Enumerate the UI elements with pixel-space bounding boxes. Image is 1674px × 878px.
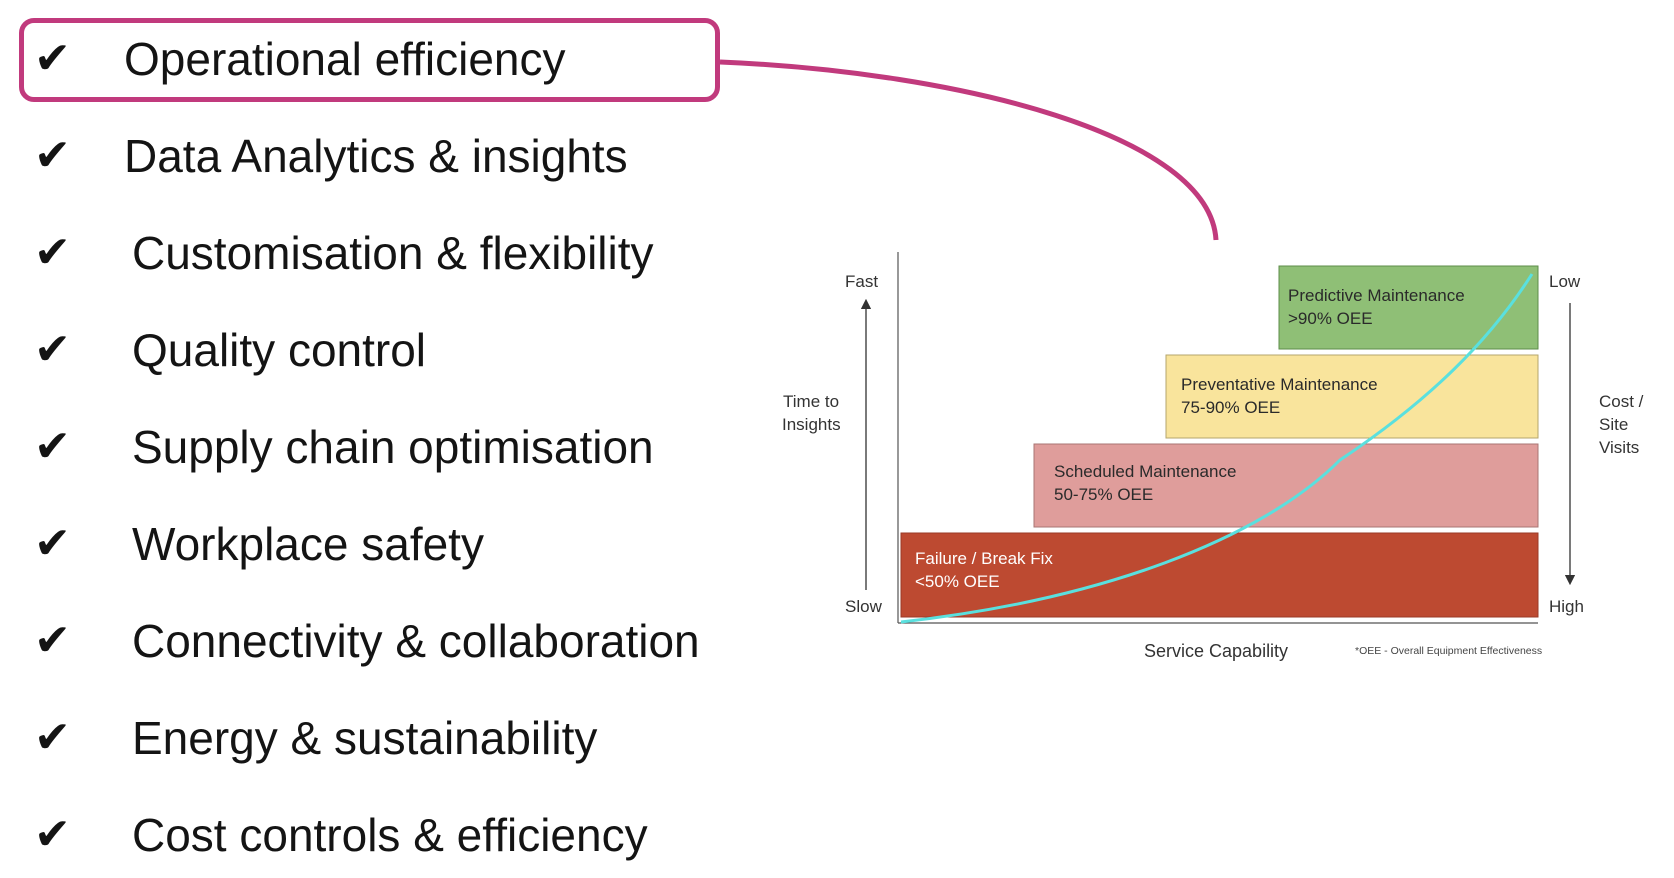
connector-line (719, 59, 1219, 241)
check-icon: ✔ (34, 518, 71, 569)
tier-name-failure: Failure / Break Fix (915, 549, 1053, 568)
check-icon: ✔ (34, 130, 71, 181)
right-axis-bottom-label: High (1549, 597, 1584, 616)
x-axis-label: Service Capability (1144, 641, 1288, 661)
tier-oee-failure: <50% OEE (915, 572, 1000, 591)
checklist-item-label: Workplace safety (132, 518, 484, 570)
tier-block-predictive (1278, 265, 1539, 350)
capability-curve (900, 273, 1534, 624)
check-icon: ✔ (34, 615, 71, 666)
tier-name-preventative: Preventative Maintenance (1181, 375, 1378, 394)
right-axis-title-line1: Cost / (1599, 392, 1644, 411)
check-icon: ✔ (34, 227, 71, 278)
left-axis-title-line2: Insights (782, 415, 841, 434)
checklist-item-label: Energy & sustainability (132, 712, 598, 764)
tier-oee-predictive: >90% OEE (1288, 309, 1373, 328)
checklist-item-label: Data Analytics & insights (124, 130, 628, 182)
checklist-item-label: Supply chain optimisation (132, 421, 654, 473)
left-axis-title-line1: Time to (783, 392, 839, 411)
right-axis-title-line3: Visits (1599, 438, 1639, 457)
right-axis-title-line2: Site (1599, 415, 1628, 434)
tier-name-scheduled: Scheduled Maintenance (1054, 462, 1236, 481)
tier-name-predictive: Predictive Maintenance (1288, 286, 1465, 305)
highlight-box (19, 18, 720, 102)
oee-footnote: *OEE - Overall Equipment Effectiveness (1355, 645, 1542, 657)
left-axis-top-label: Fast (845, 272, 878, 291)
checklist-item-label: Operational efficiency (124, 33, 566, 85)
checklist-item-label: Cost controls & efficiency (132, 809, 648, 861)
tier-oee-scheduled: 50-75% OEE (1054, 485, 1153, 504)
check-icon: ✔ (34, 712, 71, 763)
tier-block-preventative (1165, 354, 1539, 439)
checklist-item-label: Customisation & flexibility (132, 227, 654, 279)
check-icon: ✔ (34, 33, 71, 84)
tier-oee-preventative: 75-90% OEE (1181, 398, 1280, 417)
left-axis-bottom-label: Slow (845, 597, 883, 616)
check-icon: ✔ (34, 421, 71, 472)
check-icon: ✔ (34, 324, 71, 375)
checklist-item-label: Connectivity & collaboration (132, 615, 700, 667)
checklist-item-label: Quality control (132, 324, 427, 376)
right-axis-top-label: Low (1549, 272, 1581, 291)
tier-block-failure (900, 532, 1539, 618)
check-icon: ✔ (34, 809, 71, 860)
tier-block-scheduled (1033, 443, 1539, 528)
